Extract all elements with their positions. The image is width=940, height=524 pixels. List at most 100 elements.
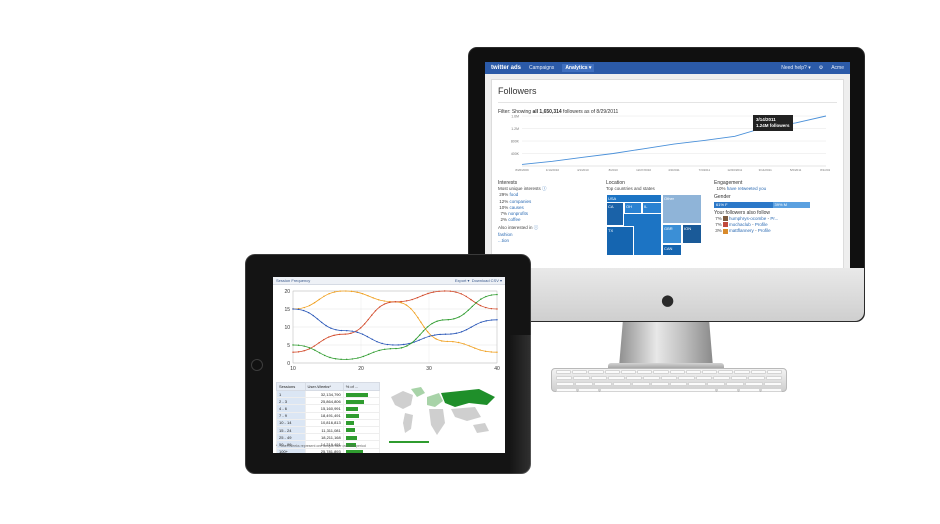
y-tick-label: 5 [287,343,290,349]
need-help-menu[interactable]: Need help? ▾ [781,65,811,71]
export-button[interactable]: Export ▾ [454,278,470,283]
twitter-ads-logo[interactable]: twitter ads [491,65,522,71]
also-item[interactable]: fashion [498,231,513,237]
series-point [323,338,325,341]
x-tick-label: 40 [494,366,500,372]
x-tick-label: 12/20/2011 [727,168,742,172]
imac-monitor: twitter ads Campaigns Analytics ▾ Need h… [468,47,865,322]
column-header[interactable]: Sessions [276,382,306,391]
treemap-cell-tx[interactable]: TX [606,226,634,257]
series-point [328,293,330,295]
avatar [723,222,729,228]
percent-bar [345,450,363,453]
help-icon[interactable]: ⓘ [542,186,547,192]
series-point [457,341,460,344]
account-name[interactable]: Acme [831,65,844,71]
treemap-cell-gbr[interactable]: GBR [662,224,682,245]
home-button[interactable] [251,359,263,371]
series-point [376,340,378,343]
treemap-cell-oh[interactable]: OH [624,202,642,215]
also-item[interactable]: ...tion [498,237,510,243]
series-point [460,293,462,295]
series-point [479,304,482,307]
series-point [323,354,326,357]
series-point [292,308,294,310]
series-point [308,347,311,349]
sessions-cell: 1 [276,389,306,399]
series-point [423,326,425,328]
y-tick-label: 20 [284,289,290,295]
series-point [475,301,478,304]
x-tick-label: 8/26/2009 [515,168,529,172]
y-tick-label: 1.6M [511,115,519,119]
series-point [449,290,452,292]
x-tick-label: 7/3/2011 [699,168,711,172]
followers-breakdown: Interests Most unique interests ⓘ 29% fo… [498,180,830,257]
avatar [723,228,729,234]
series-point [330,327,332,329]
nav-tab-campaigns[interactable]: Campaigns [529,65,555,71]
series-point [373,351,375,353]
series-point [320,321,323,324]
series-point [367,353,370,356]
series-point [467,309,469,312]
gender-bar[interactable]: 61% F 39% M [714,201,810,208]
series-point [302,309,305,312]
ipad-screen: Session Frequency Export ▾ Download CSV … [273,277,505,453]
help-icon[interactable]: ⓘ [533,225,539,231]
series-point [381,342,383,345]
sessions-cell: 4 - 6 [276,404,306,413]
y-tick-label: 10 [284,325,290,331]
series-point [421,294,424,297]
column-header[interactable]: % of ... [342,382,381,391]
column-header[interactable]: User-Weeks* [304,382,344,391]
series-point [325,324,327,327]
series-point [378,349,380,352]
location-treemap[interactable]: USA CA OH IL TX Other GBR ION CAN [606,194,702,257]
series-point [427,292,429,295]
percent-cell [342,418,381,427]
gear-icon[interactable]: ⚙ [818,65,824,71]
percent-bar [345,428,355,433]
treemap-cell-ion[interactable]: ION [682,224,702,245]
treemap-cell-ca[interactable]: CA [606,202,624,227]
series-point [378,306,381,308]
percent-cell [342,447,381,453]
series-point [333,291,336,293]
series-point [297,308,300,311]
user-weeks-cell: 25,864,806 [304,397,344,406]
treemap-cell-can[interactable]: CAN [662,244,682,257]
map-scale [389,441,429,443]
table-row[interactable]: 100+25,781,893 [276,447,381,453]
world-map[interactable] [383,383,503,443]
treemap-cell-il[interactable]: IL [642,202,662,215]
interests-panel: Interests Most unique interests ⓘ 29% fo… [498,180,598,256]
user-weeks-cell: 18,211,168 [304,433,344,442]
series-point [440,340,443,342]
treemap-cell-other[interactable]: Other [662,194,702,225]
table-footnote: * - User-Weeks represent one unique user… [276,444,366,448]
series-point [444,333,447,335]
percent-cell [342,389,381,399]
interest-item: 29% food [499,192,519,198]
user-weeks-cell: 32,134,790 [304,389,344,399]
series-point [389,301,391,303]
download-csv-button[interactable]: Download CSV ▾ [471,278,502,283]
series-point [366,335,369,338]
series-point [471,305,474,308]
series-point [436,320,438,322]
sessions-cell: 2 - 3 [276,397,306,406]
series-point [400,300,402,303]
nav-tab-analytics[interactable]: Analytics ▾ [562,64,595,72]
